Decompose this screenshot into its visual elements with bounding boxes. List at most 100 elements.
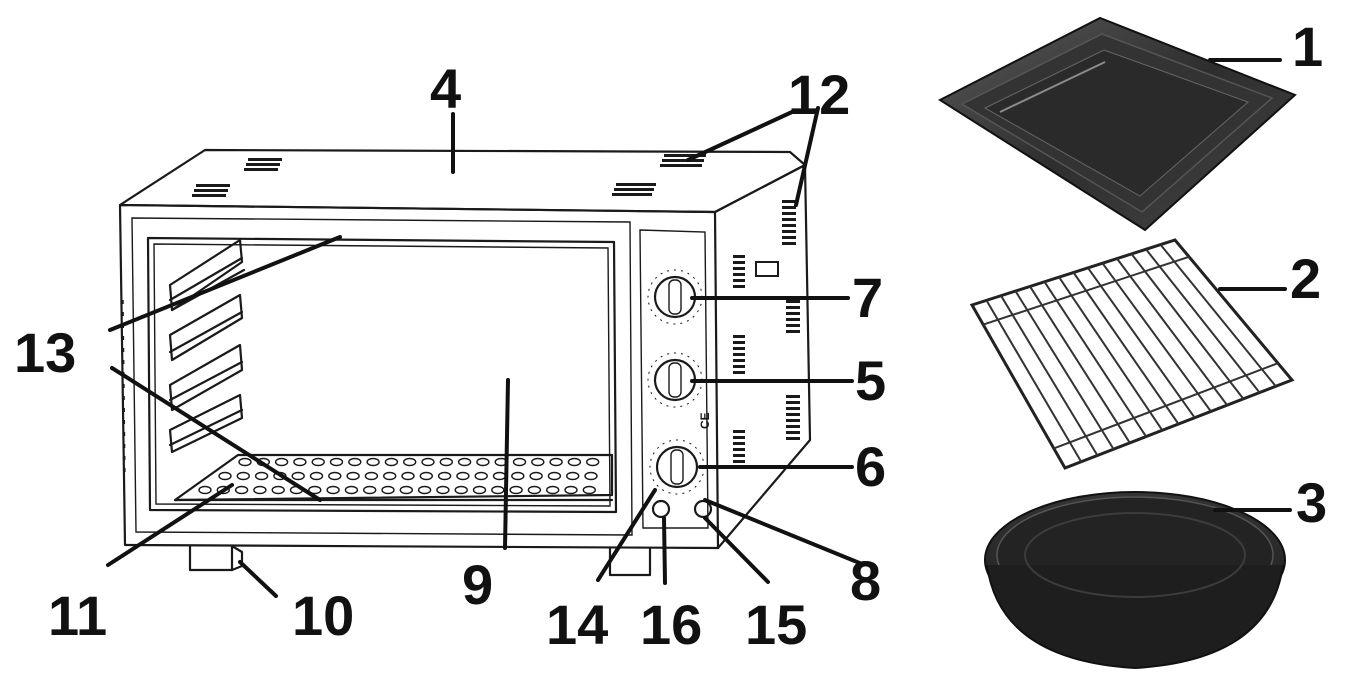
tray-hole xyxy=(216,485,231,495)
wire-rack xyxy=(969,238,1295,470)
tray-hole xyxy=(198,485,212,495)
tray-hole xyxy=(254,471,269,481)
rack-wire xyxy=(1014,290,1115,450)
tray-hole xyxy=(586,457,600,467)
tray-hole xyxy=(236,471,251,481)
tray-hole xyxy=(293,457,307,467)
tray-hole xyxy=(399,485,413,495)
tray-hole xyxy=(512,457,527,467)
callout-13: 13 xyxy=(14,321,76,384)
callout-4: 4 xyxy=(430,57,461,120)
tray-hole xyxy=(363,485,377,495)
tray-hole xyxy=(476,457,490,467)
rack-wire xyxy=(1029,285,1131,444)
tray-hole xyxy=(384,457,399,467)
tray-hole xyxy=(383,471,397,481)
tray-hole xyxy=(456,471,470,481)
tray-hole xyxy=(491,485,505,495)
heating-indicator-light xyxy=(693,499,713,519)
tray-hole xyxy=(474,471,488,481)
rack-wire xyxy=(1101,262,1212,412)
baking-tray xyxy=(937,16,1297,232)
tray-hole xyxy=(311,457,325,467)
callout-8: 8 xyxy=(850,549,881,612)
tray-hole xyxy=(271,485,285,495)
oven-body xyxy=(118,148,812,550)
rack-wire xyxy=(985,299,1083,463)
tray-hole xyxy=(403,457,417,467)
tray-hole xyxy=(509,485,523,495)
tray-hole xyxy=(348,457,362,467)
callout-2: 2 xyxy=(1290,247,1321,310)
tray-hole xyxy=(547,471,562,481)
tray-hole xyxy=(326,485,340,495)
tray-hole xyxy=(584,471,598,481)
tray-hole xyxy=(439,457,453,467)
tray-hole xyxy=(346,471,360,481)
tray-hole xyxy=(511,471,525,481)
tray-hole xyxy=(527,485,542,495)
tray-hole xyxy=(417,485,432,495)
tray-hole xyxy=(546,485,560,495)
tray-hole xyxy=(492,471,507,481)
tray-hole xyxy=(582,485,596,495)
rack-wire xyxy=(1087,267,1196,419)
tray-hole xyxy=(274,457,289,467)
tray-hole xyxy=(567,457,582,467)
rack-wire xyxy=(1130,253,1245,400)
tray-hole xyxy=(437,471,452,481)
tray-hole xyxy=(564,485,578,495)
rack-wire xyxy=(1159,243,1277,387)
callout-14: 14 xyxy=(546,593,608,656)
callout-7: 7 xyxy=(852,266,883,329)
function-knob xyxy=(649,439,705,495)
callout-1: 1 xyxy=(1292,15,1323,78)
tray-hole xyxy=(218,471,232,481)
rack-wire xyxy=(1145,248,1261,394)
oven-feet xyxy=(188,544,652,577)
crumb-tray xyxy=(173,453,614,502)
tray-hole xyxy=(549,457,563,467)
tray-hole xyxy=(566,471,580,481)
rack-wire xyxy=(1058,276,1164,431)
rack-wire xyxy=(1043,281,1147,438)
tray-hole xyxy=(472,485,487,495)
rack-guides xyxy=(168,238,246,454)
top-vents xyxy=(192,154,706,197)
tray-hole xyxy=(238,457,252,467)
tray-hole xyxy=(329,457,344,467)
callout-16: 16 xyxy=(640,593,702,656)
rack-wire xyxy=(1116,257,1228,406)
ce-mark: CE xyxy=(698,412,712,429)
tray-hole xyxy=(421,457,435,467)
tray-hole xyxy=(419,471,433,481)
callout-15: 15 xyxy=(745,593,807,656)
tray-hole xyxy=(454,485,468,495)
tray-hole xyxy=(234,485,249,495)
callout-3: 3 xyxy=(1296,471,1327,534)
tray-hole xyxy=(308,485,322,495)
callout-9: 9 xyxy=(462,553,493,616)
rack-wire xyxy=(1072,271,1180,425)
tray-hole xyxy=(328,471,342,481)
rack-cross-wire xyxy=(982,255,1190,326)
rack-wire xyxy=(1000,295,1099,456)
tray-hole xyxy=(344,485,359,495)
tray-hole xyxy=(291,471,305,481)
side-vents xyxy=(733,200,800,463)
power-indicator-light xyxy=(651,499,671,519)
tray-hole xyxy=(366,457,380,467)
leader-lines xyxy=(106,58,1292,598)
tray-hole xyxy=(529,471,543,481)
tray-hole xyxy=(531,457,545,467)
tray-hole xyxy=(364,471,379,481)
callout-11: 11 xyxy=(48,584,107,647)
pizza-pan xyxy=(984,491,1286,670)
callout-6: 6 xyxy=(855,435,886,498)
callout-12: 12 xyxy=(788,63,850,126)
tray-hole xyxy=(401,471,415,481)
rack-cross-wire xyxy=(1053,362,1279,450)
tray-hole xyxy=(381,485,395,495)
glass-door xyxy=(146,236,618,514)
tray-hole xyxy=(253,485,267,495)
